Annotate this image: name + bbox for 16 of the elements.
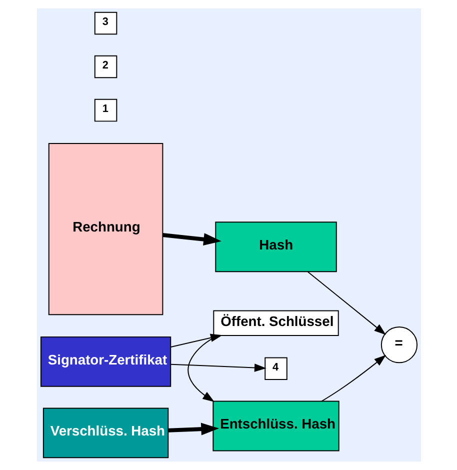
node-box: Verschlüss. Hash [42,408,168,458]
arrow [168,422,219,436]
node-box: 1 [94,98,117,122]
arrow [170,364,266,372]
node-box: Hash [214,222,336,272]
node-box: 4 [264,357,287,380]
node-box: Signator-Zertifikat [40,336,171,387]
node-box: 3 [94,12,117,35]
arrow [162,233,221,246]
arrow [306,271,386,335]
node-box: 2 [94,55,117,78]
node-circle: = [380,326,418,364]
node-box: Rechnung [48,142,163,316]
arrow [320,354,386,402]
node-box: Öffent. Schlüssel [212,310,338,336]
node-box: Entschlüss. Hash [212,400,339,452]
